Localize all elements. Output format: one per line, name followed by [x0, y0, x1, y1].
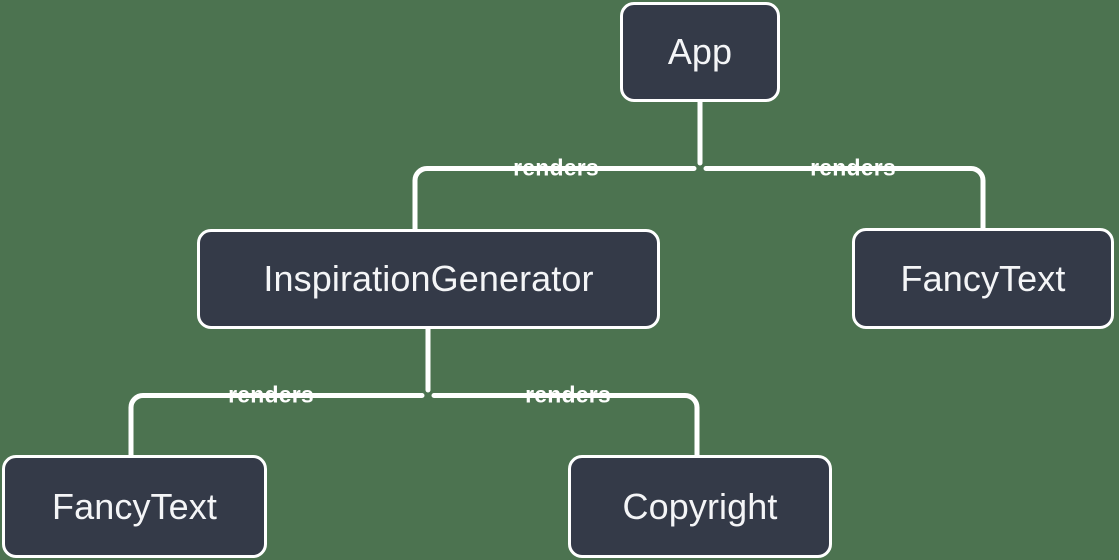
- edge-label-inspirationgenerator-to-fancytext: renders: [228, 381, 314, 408]
- edge-label-inspirationgenerator-to-copyright: renders: [525, 381, 611, 408]
- node-app-label: App: [667, 31, 733, 72]
- edge-label-app-to-inspirationgenerator: renders: [513, 154, 599, 181]
- node-app[interactable]: App: [620, 2, 780, 102]
- node-fancytext-right-label: FancyText: [900, 257, 1066, 299]
- edge-app-to-fancytext: [703, 166, 986, 231]
- edge-inspirationgenerator-to-fancytext: [128, 393, 425, 458]
- node-fancytext-bottom-left[interactable]: FancyText: [2, 455, 267, 558]
- edge-inspirationgenerator-to-copyright: [431, 393, 700, 458]
- node-copyright-label: Copyright: [622, 485, 778, 527]
- node-inspirationgenerator[interactable]: InspirationGenerator: [197, 229, 660, 329]
- node-copyright[interactable]: Copyright: [568, 455, 832, 558]
- node-inspirationgenerator-label: InspirationGenerator: [263, 258, 594, 299]
- node-fancytext-right[interactable]: FancyText: [852, 228, 1114, 329]
- edge-label-app-to-fancytext: renders: [810, 154, 896, 181]
- node-fancytext-bottom-left-label: FancyText: [52, 485, 217, 527]
- edge-app-to-inspirationgenerator: [412, 166, 697, 232]
